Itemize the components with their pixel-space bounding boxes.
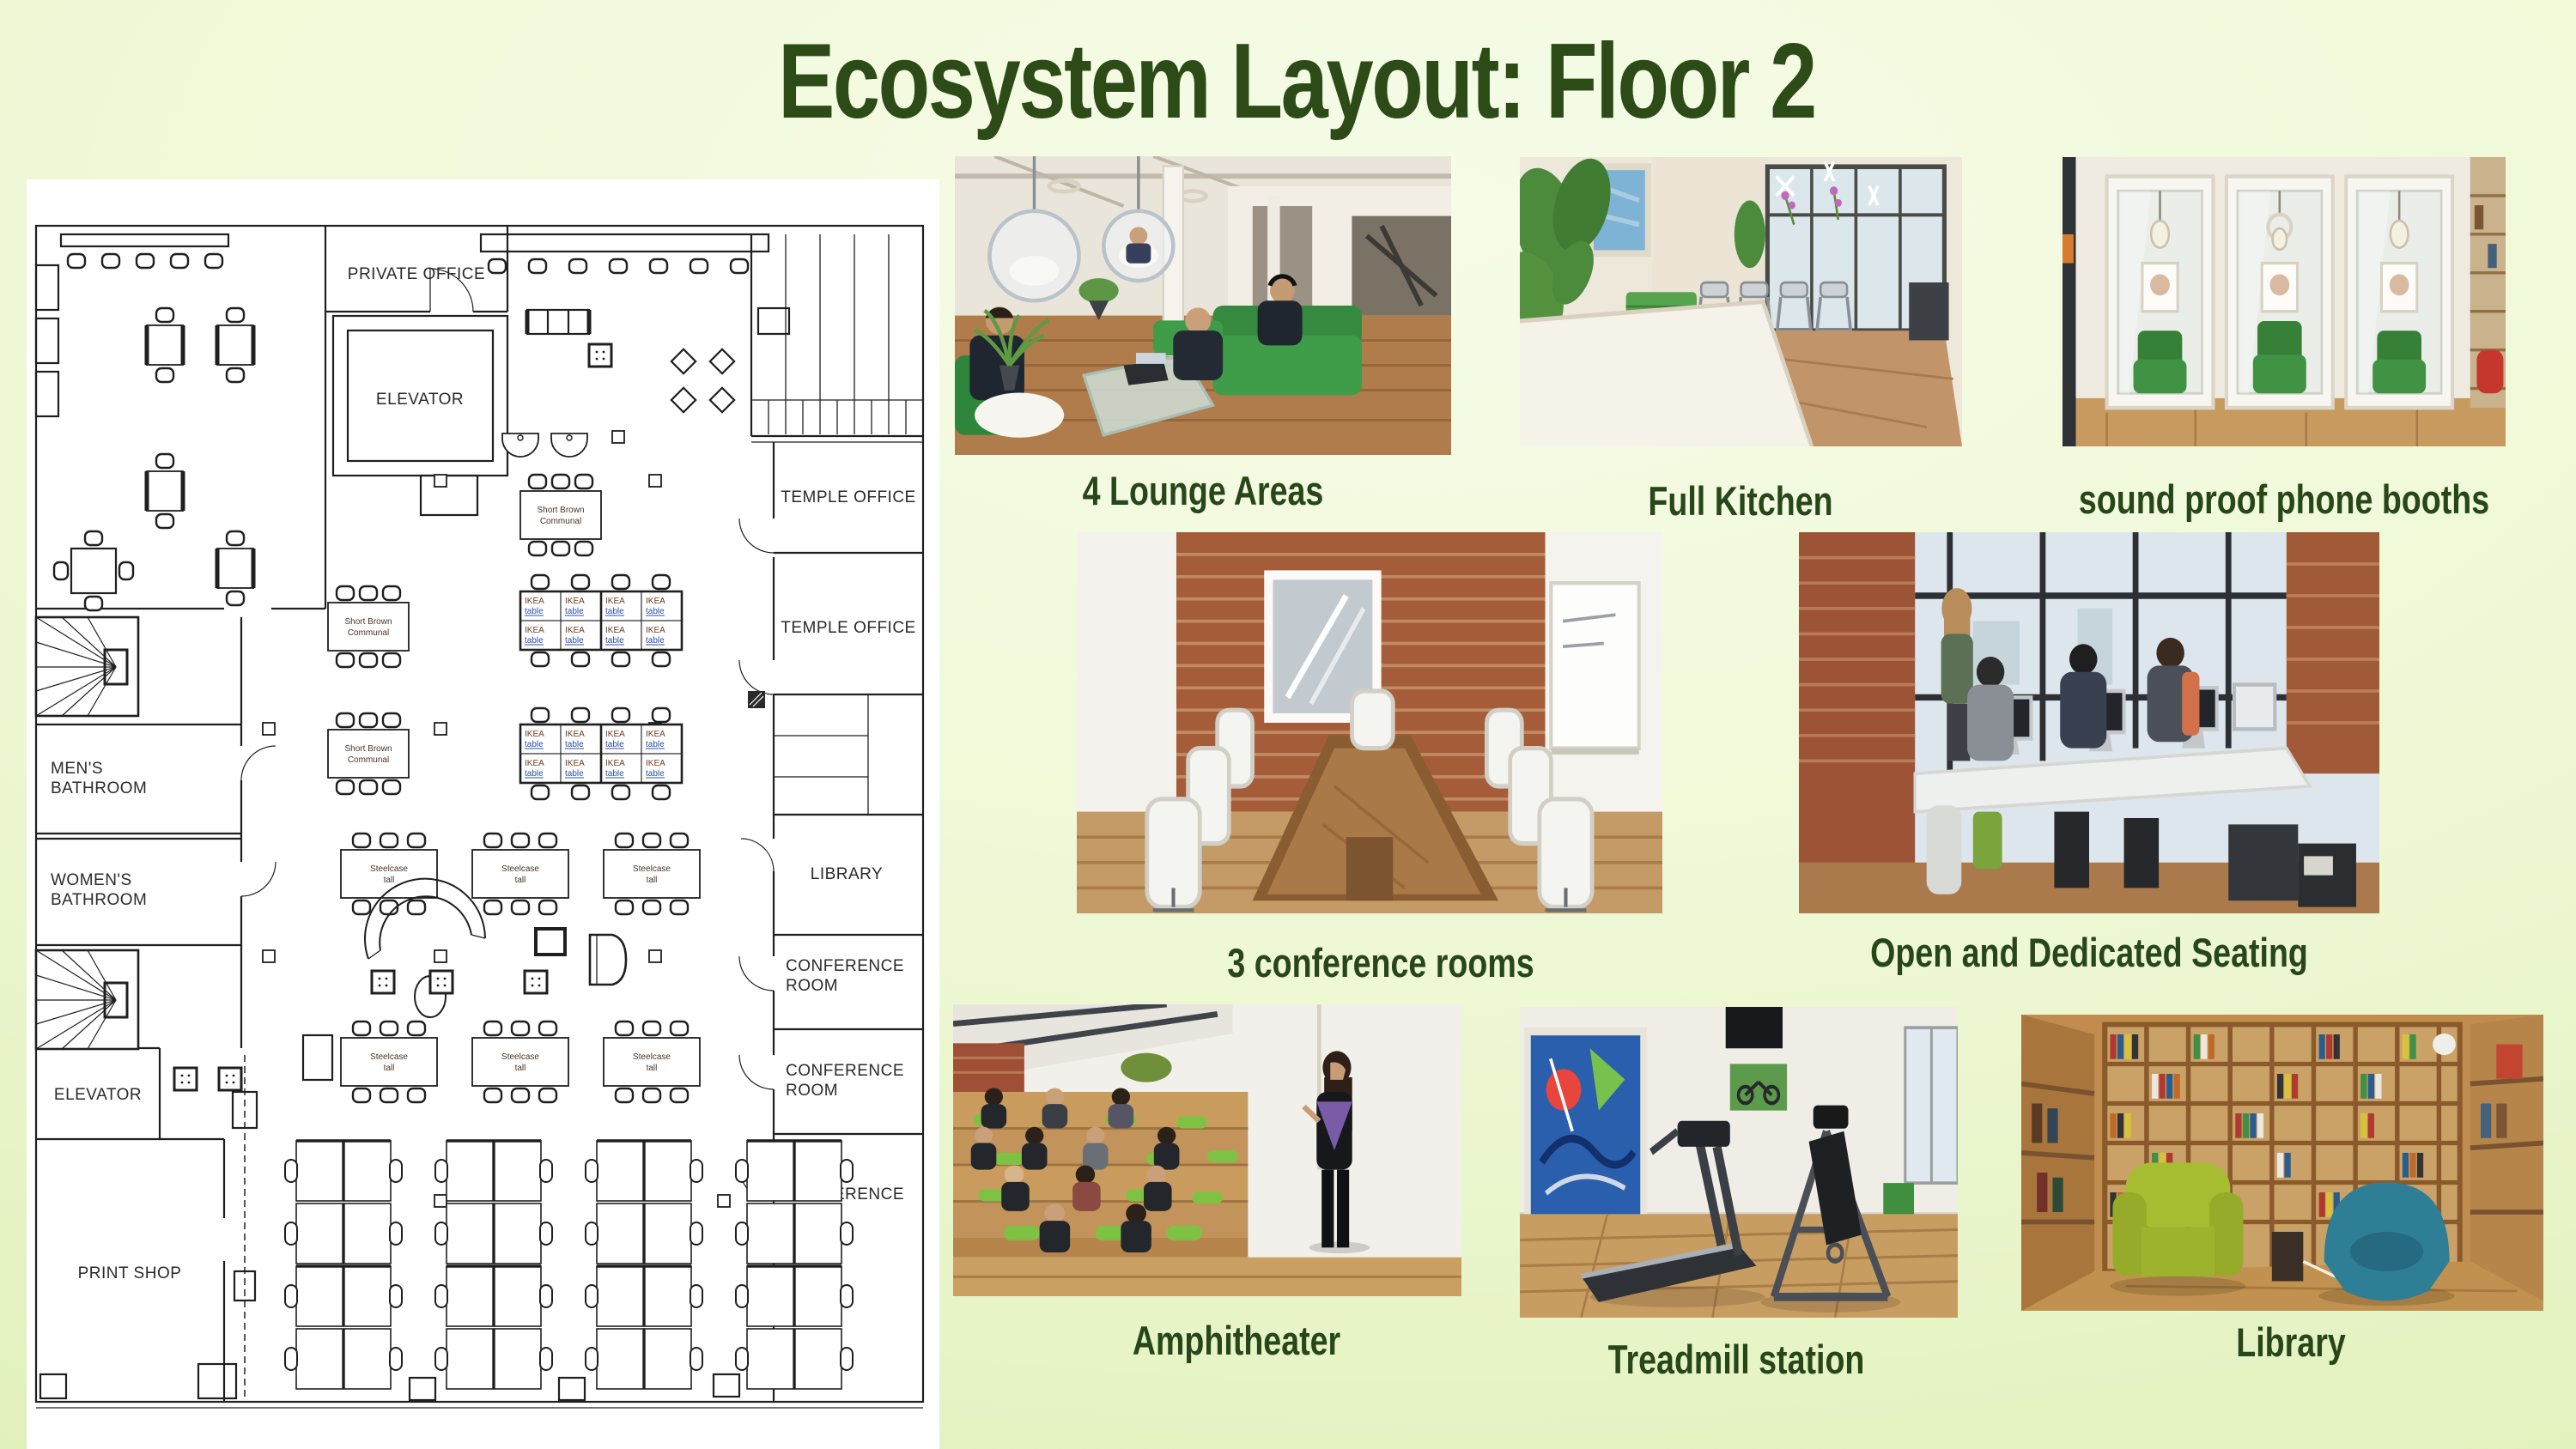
photo-lounge xyxy=(955,156,1451,455)
caption-library: Library xyxy=(2236,1319,2346,1365)
photo-amphitheater xyxy=(953,1004,1461,1296)
caption-conference: 3 conference rooms xyxy=(1227,940,1534,985)
caption-kitchen: Full Kitchen xyxy=(1648,478,1833,524)
svg-text:ROOM: ROOM xyxy=(786,1082,838,1100)
brick-column xyxy=(1799,532,1916,913)
room-private-office: PRIVATE OFFICE xyxy=(348,265,485,283)
phone-booth xyxy=(2105,174,2215,410)
phone-booth xyxy=(2344,174,2455,410)
red-chair xyxy=(2476,349,2504,394)
caption-lounge: 4 Lounge Areas xyxy=(1082,468,1324,513)
bubble-chair xyxy=(987,156,1176,303)
kitchen-illustration xyxy=(1520,157,1962,446)
right-bookshelf xyxy=(2470,1015,2543,1311)
left-bookshelf xyxy=(2021,1015,2095,1311)
photo-library xyxy=(2021,1015,2543,1311)
treadmill-machine xyxy=(1580,1120,1765,1307)
abstract-painting xyxy=(1524,1028,1647,1225)
equipment-board xyxy=(1729,1064,1788,1111)
library-illustration xyxy=(2021,1015,2543,1311)
light-sparkles xyxy=(1775,161,1880,207)
floor-plan: Short Brown Communal Steelcase tall IKEA… xyxy=(27,179,939,1449)
floor-plan-drawing: Short Brown Communal Steelcase tall IKEA… xyxy=(34,224,925,1409)
room-temple-office-1: TEMPLE OFFICE xyxy=(781,488,915,506)
seated-people xyxy=(1967,637,2200,761)
treadmill-illustration xyxy=(1520,1007,1958,1318)
standing-person xyxy=(1941,588,1973,761)
speaker xyxy=(2271,1232,2304,1282)
room-print-shop: PRINT SHOP xyxy=(78,1264,182,1282)
phone-booths-illustration xyxy=(2063,157,2506,446)
bookshelf-right xyxy=(2470,157,2506,409)
green-armchair xyxy=(2110,1162,2246,1296)
white-chairs xyxy=(1145,688,1595,910)
piano xyxy=(588,933,628,986)
room-elevator-bottom: ELEVATOR xyxy=(54,1086,142,1104)
inversion-table xyxy=(1760,1105,1901,1313)
caption-treadmill: Treadmill station xyxy=(1607,1337,1865,1382)
side-table xyxy=(534,927,567,956)
curved-sofa xyxy=(364,877,486,1018)
room-womens-bathroom: WOMEN'S xyxy=(51,871,132,889)
room-conference-2: CONFERENCE xyxy=(786,1062,904,1080)
caption-amphitheater: Amphitheater xyxy=(1132,1318,1341,1363)
open-seating-illustration xyxy=(1799,532,2379,913)
amphitheater-illustration xyxy=(953,1004,1461,1296)
svg-text:BATHROOM: BATHROOM xyxy=(51,891,147,909)
whiteboard xyxy=(1549,580,1641,750)
plan-furniture xyxy=(34,252,853,1402)
phone-booth xyxy=(2224,174,2335,410)
photo-open-seating xyxy=(1799,532,2379,913)
conference-table xyxy=(1252,735,1499,901)
room-mens-bathroom: MEN'S xyxy=(51,760,103,778)
svg-text:ROOM: ROOM xyxy=(786,977,838,995)
wall-hatch-marker xyxy=(748,691,765,708)
room-library: LIBRARY xyxy=(811,865,883,883)
conference-room-illustration xyxy=(1077,532,1662,913)
audience xyxy=(970,1088,1180,1252)
desk-surface xyxy=(1913,746,2312,814)
page-title: Ecosystem Layout: Floor 2 xyxy=(778,22,1817,141)
counter xyxy=(1520,301,1812,446)
photo-phone-booths xyxy=(2063,157,2506,446)
plan-room-labels: PRIVATE OFFICE ELEVATOR TEMPLE OFFICE TE… xyxy=(51,265,915,1282)
room-conference-1: CONFERENCE xyxy=(786,957,904,975)
lounge-illustration xyxy=(955,156,1451,455)
under-desk xyxy=(1926,805,2356,907)
room-temple-office-2: TEMPLE OFFICE xyxy=(781,619,915,637)
photo-kitchen xyxy=(1520,157,1962,446)
room-elevator-top: ELEVATOR xyxy=(376,391,464,409)
svg-text:BATHROOM: BATHROOM xyxy=(51,779,147,797)
tv-screen xyxy=(1725,1007,1783,1049)
caption-phone-booths: sound proof phone booths xyxy=(2078,476,2490,522)
caption-open-seating: Open and Dedicated Seating xyxy=(1870,930,2308,975)
plant xyxy=(974,308,1050,367)
teal-chair xyxy=(2318,1182,2455,1307)
orchids xyxy=(1781,186,1842,226)
photo-conference-room xyxy=(1077,532,1662,913)
photo-treadmill xyxy=(1520,1007,1958,1318)
plant-leaves xyxy=(1520,158,1765,333)
presenter xyxy=(1302,1051,1370,1254)
